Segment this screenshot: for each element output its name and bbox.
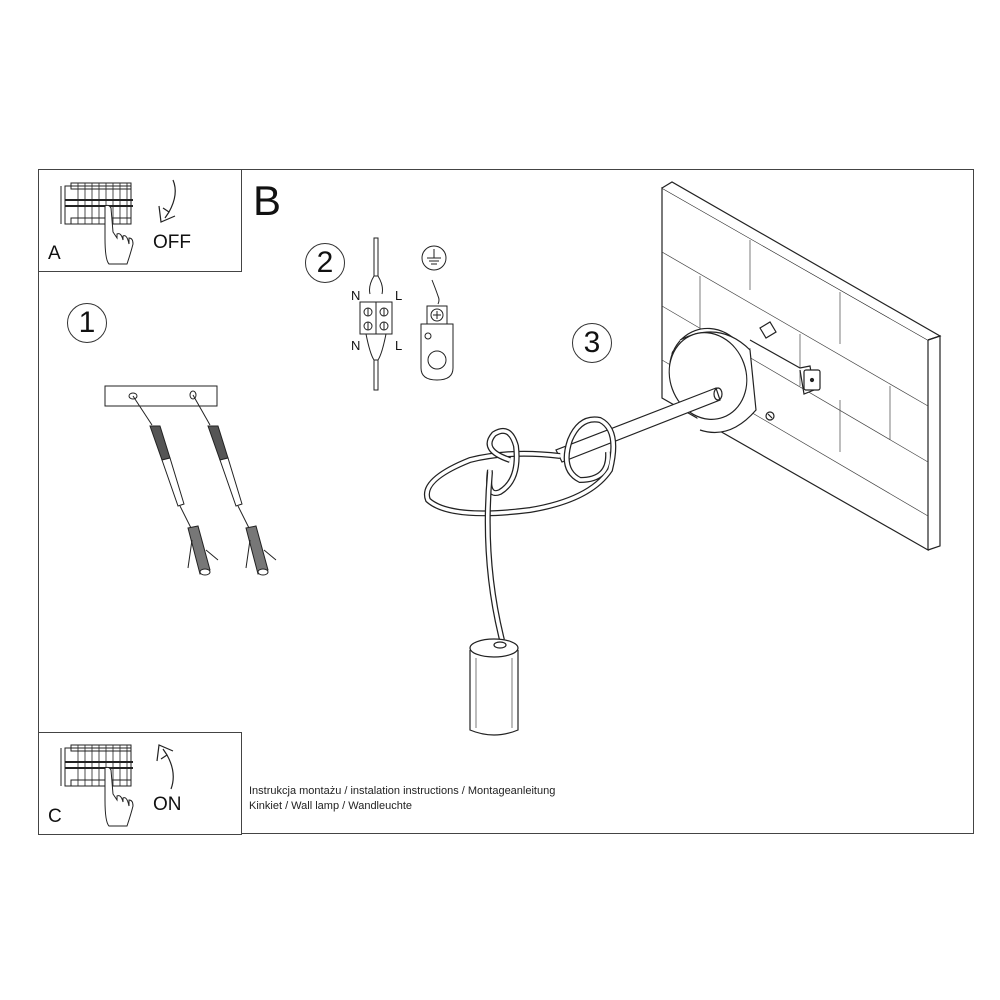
ground-symbol-icon	[420, 245, 454, 381]
step-box-a: OFF A	[38, 169, 242, 272]
document-caption: Instrukcja montażu / instalation instruc…	[249, 784, 555, 814]
step-number-1: 1	[67, 303, 107, 343]
section-letter-a: A	[48, 243, 61, 264]
off-label: OFF	[153, 232, 191, 253]
section-letter-c: C	[48, 806, 62, 827]
step-number-2: 2	[305, 243, 345, 283]
terminal-block-illustration	[359, 237, 393, 391]
wire-label-n-top: N	[351, 288, 361, 303]
arrow-down-icon	[158, 179, 176, 223]
wire-label-l-bottom: L	[395, 338, 403, 353]
mounting-screws-illustration	[104, 385, 277, 576]
on-label: ON	[153, 794, 182, 815]
circuit-breaker-panel-icon	[60, 744, 134, 827]
circuit-breaker-panel-icon	[60, 182, 134, 265]
step-box-c: ON C	[38, 732, 242, 835]
caption-line-2: Kinkiet / Wall lamp / Wandleuchte	[249, 800, 413, 812]
wire-label-l-top: L	[395, 288, 403, 303]
wire-label-n-bottom: N	[351, 338, 361, 353]
section-letter-b: B	[253, 177, 282, 224]
step-number-3: 3	[572, 323, 612, 363]
step-number-label: 1	[78, 306, 96, 339]
step-number-label: 3	[583, 326, 601, 359]
caption-line-1: Instrukcja montażu / instalation instruc…	[249, 785, 556, 797]
step-number-label: 2	[316, 246, 334, 279]
arrow-up-icon	[156, 744, 174, 790]
instruction-frame	[38, 169, 974, 834]
wall-lamp-illustration	[423, 181, 942, 736]
